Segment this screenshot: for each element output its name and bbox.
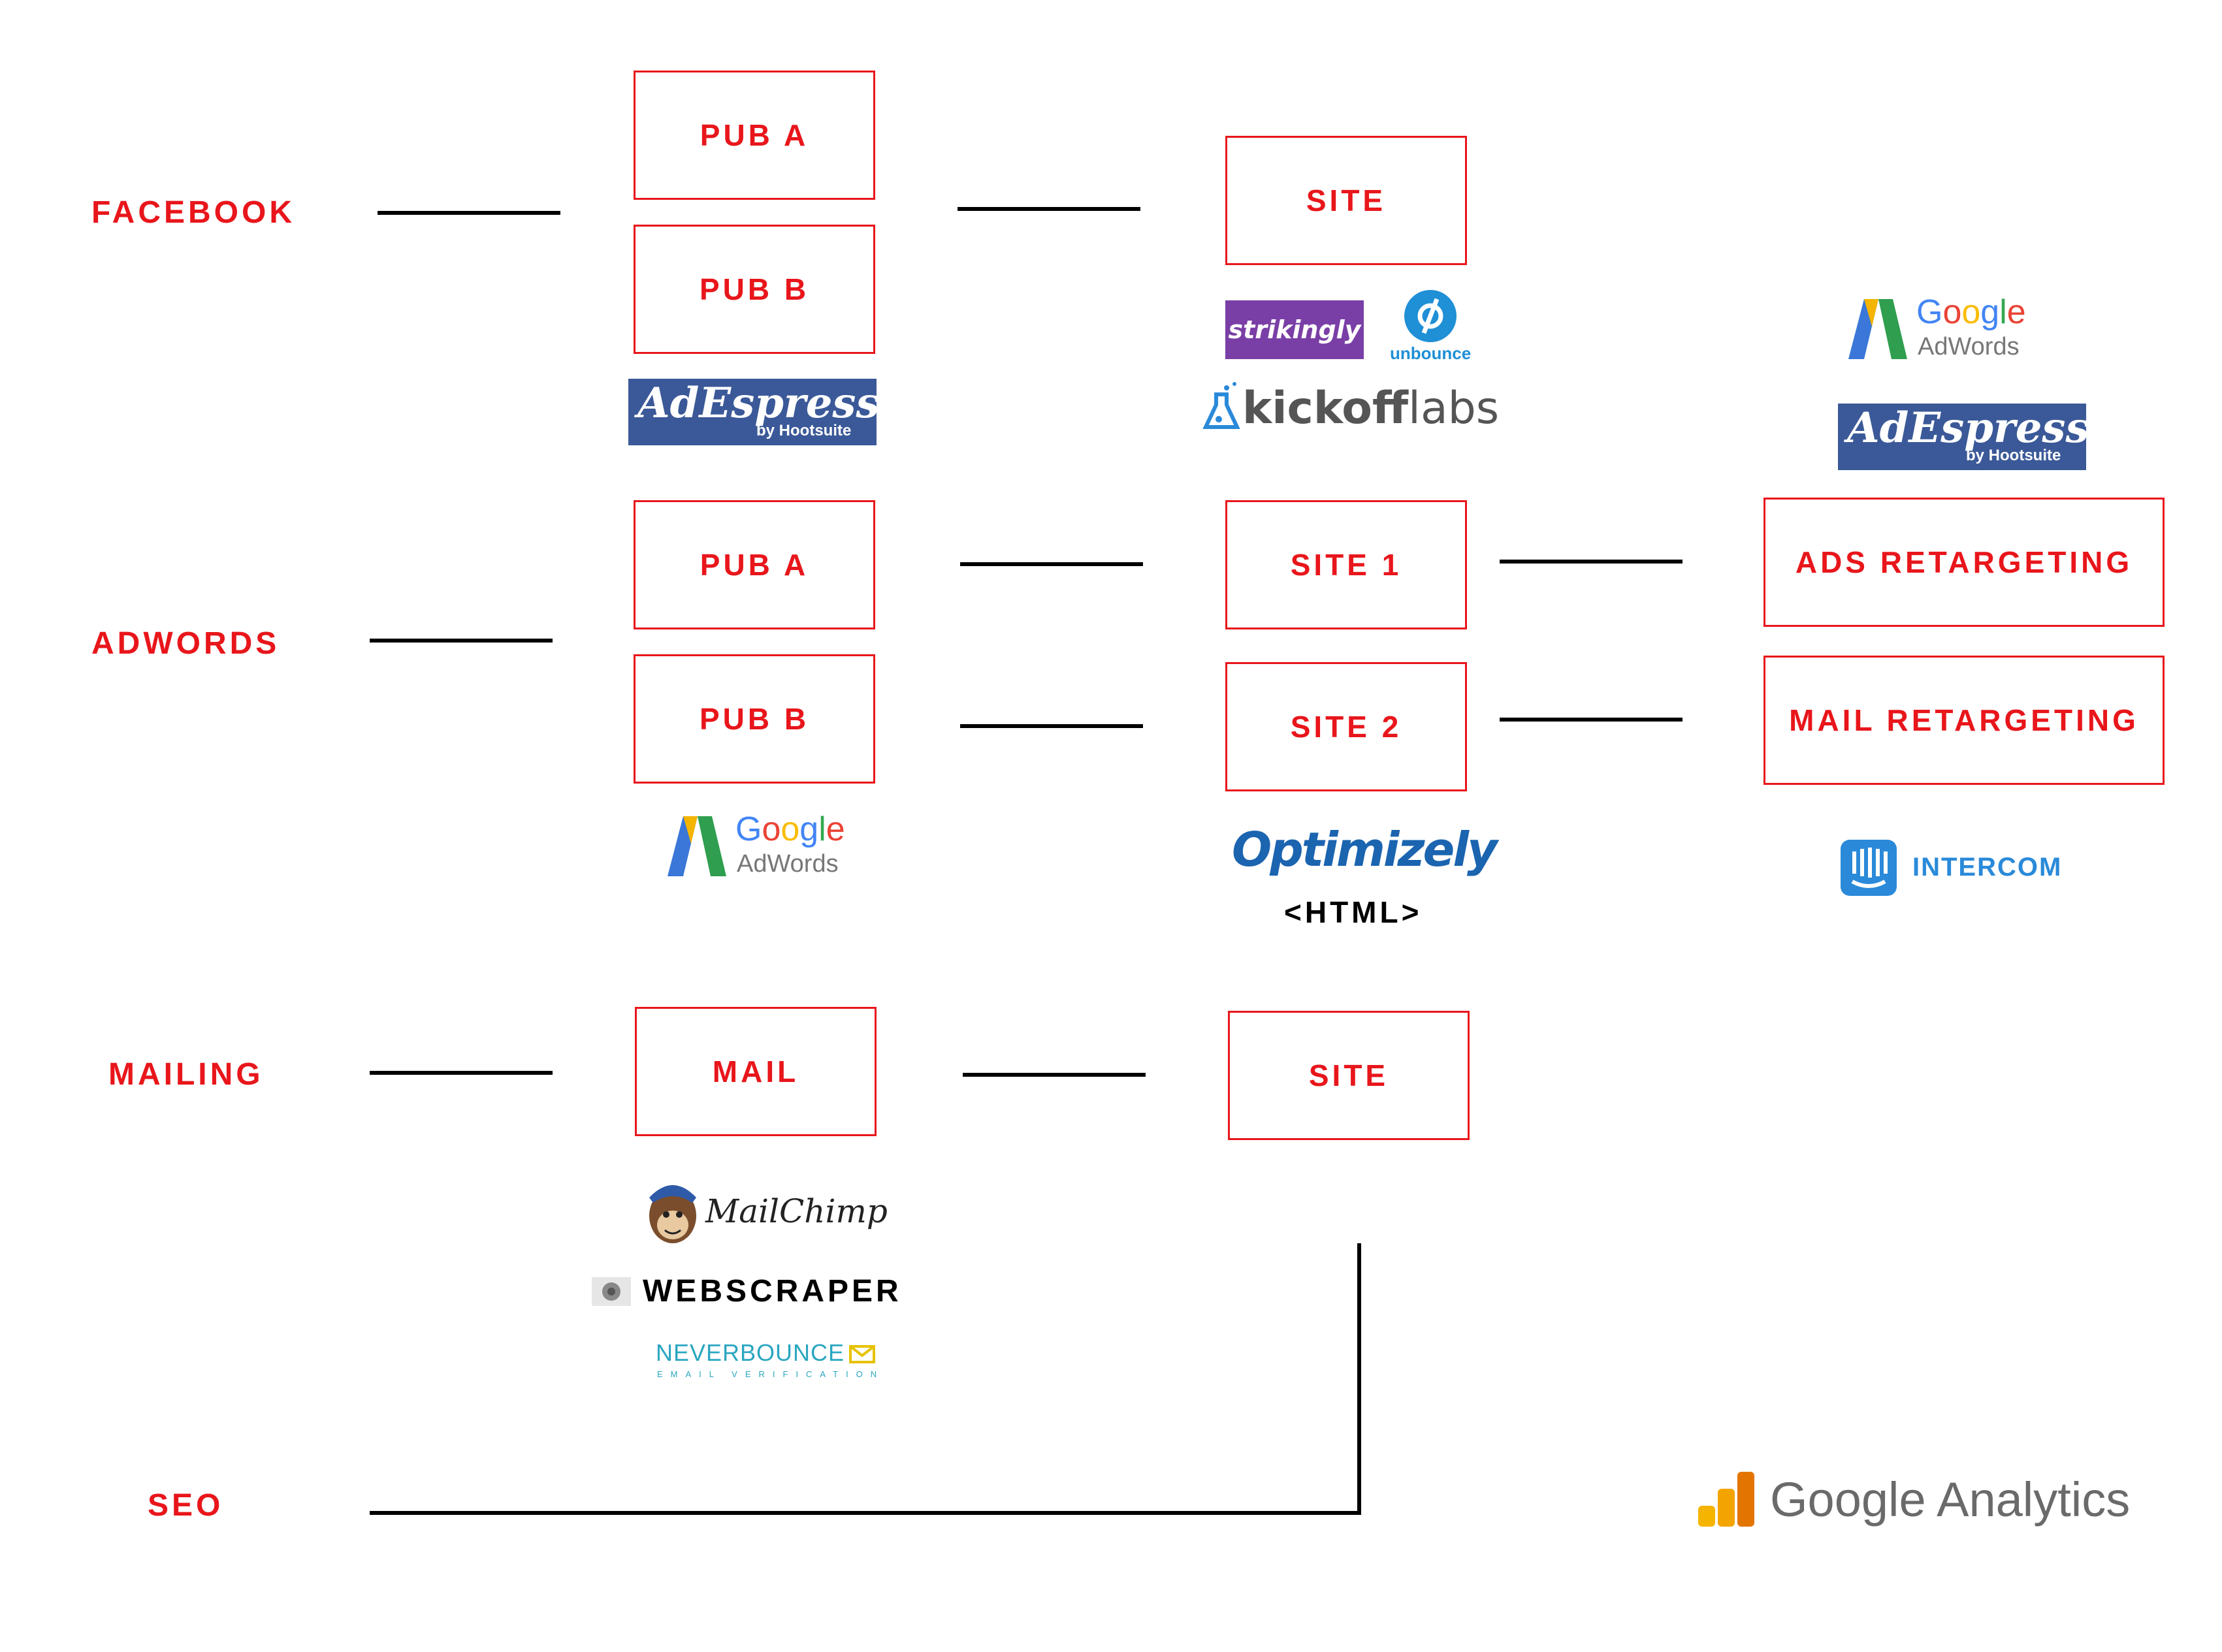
google-adwords-logo-right: Google AdWords	[1844, 295, 2053, 367]
neverbounce-logo: NEVERBOUNCE EMAIL VERIFICATION	[656, 1341, 878, 1383]
connector-seo-horizontal	[370, 1511, 1361, 1515]
mail-label: MAIL	[712, 1055, 799, 1088]
webscraper-logo: WEBSCRAPER	[592, 1273, 931, 1310]
mailchimp-wordmark: MailChimp	[705, 1192, 888, 1230]
aw-site-1-label: SITE 1	[1290, 548, 1402, 582]
connector-adwords-pub	[370, 639, 553, 643]
chimp-icon	[649, 1185, 696, 1243]
channel-seo: SEO	[148, 1488, 224, 1523]
adwords-icon	[668, 816, 726, 876]
adespresso-logo-right: AdEspresso by Hootsuite	[1838, 404, 2117, 470]
google-analytics-logo: Google Analytics	[1696, 1465, 2140, 1537]
google-wordmark-right: Google	[1916, 293, 2026, 331]
aw-site-2-box: SITE 2	[1225, 662, 1467, 791]
mail-retargeting-box: MAIL RETARGETING	[1763, 656, 2165, 785]
connector-site-2-mail-retargeting	[1500, 718, 1683, 722]
connector-aw-pub-a-site-1	[960, 562, 1143, 566]
mail-site-box: SITE	[1228, 1011, 1470, 1140]
kickoff-text: kickoff	[1242, 383, 1409, 434]
html-label: <HTML>	[1284, 895, 1423, 929]
mail-retargeting-label: MAIL RETARGETING	[1789, 703, 2139, 737]
kickofflabs-logo: kickofflabs	[1202, 379, 1499, 437]
ads-retargeting-label: ADS RETARGETING	[1795, 545, 2133, 579]
adespresso-logo-text: AdEspresso	[637, 379, 908, 428]
channel-facebook: FACEBOOK	[91, 195, 296, 230]
mail-box: MAIL	[635, 1007, 877, 1136]
labs-text: labs	[1408, 383, 1500, 434]
optimizely-wordmark: Optimizely	[1232, 822, 1498, 877]
adespresso-logo: AdEspresso by Hootsuite	[628, 379, 907, 445]
fb-pub-a-box: PUB A	[634, 71, 875, 200]
envelope-icon	[849, 1345, 875, 1363]
aw-pub-b-label: PUB B	[699, 702, 810, 736]
channel-adwords: ADWORDS	[91, 626, 280, 661]
adwords-icon	[1848, 299, 1907, 359]
connector-site-1-ads-retargeting	[1500, 560, 1683, 564]
mail-site-label: SITE	[1308, 1058, 1389, 1092]
connector-mailing-mail	[370, 1071, 553, 1075]
unbounce-logo: unbounce	[1390, 287, 1472, 366]
fb-pub-a-label: PUB A	[700, 118, 809, 152]
fb-pub-b-label: PUB B	[699, 272, 810, 306]
intercom-logo: INTERCOM	[1841, 840, 2063, 896]
fb-site-label: SITE	[1306, 183, 1387, 217]
google-wordmark-middle: Google	[735, 810, 845, 848]
adespresso-logo-right-text: AdEspresso	[1847, 404, 2117, 453]
analytics-icon	[1698, 1472, 1754, 1527]
mailchimp-logo: MailChimp	[640, 1175, 888, 1247]
fb-pub-b-box: PUB B	[634, 225, 875, 354]
webscraper-icon	[592, 1277, 631, 1306]
intercom-icon	[1841, 840, 1897, 896]
connector-mail-site	[963, 1073, 1146, 1077]
ga-google-wordmark: Google	[1770, 1472, 1926, 1527]
aw-pub-b-box: PUB B	[634, 654, 875, 784]
aw-pub-a-label: PUB A	[700, 548, 809, 582]
connector-facebook-pub	[378, 211, 560, 215]
webscraper-wordmark: WEBSCRAPER	[643, 1274, 902, 1309]
optimizely-logo: Optimizely	[1232, 820, 1498, 879]
neverbounce-wordmark: NEVERBOUNCE	[656, 1339, 845, 1366]
neverbounce-subtext: EMAIL VERIFICATION	[657, 1369, 885, 1379]
adwords-wordmark-middle: AdWords	[737, 850, 839, 878]
ga-analytics-wordmark: Analytics	[1937, 1472, 2131, 1527]
google-adwords-logo-middle: Google AdWords	[664, 812, 873, 884]
channel-mailing: MAILING	[108, 1057, 264, 1092]
adespresso-logo-right-subtext: by Hootsuite	[1966, 447, 2061, 464]
connector-fb-pub-site	[958, 207, 1140, 211]
ads-retargeting-box: ADS RETARGETING	[1763, 498, 2165, 627]
intercom-wordmark: INTERCOM	[1912, 853, 2063, 882]
aw-site-1-box: SITE 1	[1225, 500, 1467, 629]
strikingly-logo: strikingly	[1225, 300, 1364, 359]
flask-icon	[1202, 382, 1240, 429]
unbounce-icon	[1404, 290, 1457, 342]
connector-aw-pub-b-site-2	[960, 724, 1143, 728]
adwords-wordmark-right: AdWords	[1918, 333, 2020, 360]
aw-site-2-label: SITE 2	[1290, 710, 1402, 744]
aw-pub-a-box: PUB A	[634, 500, 875, 629]
connector-seo-vertical	[1357, 1243, 1361, 1515]
adespresso-logo-subtext: by Hootsuite	[756, 422, 852, 439]
fb-site-box: SITE	[1225, 136, 1467, 265]
strikingly-logo-text: strikingly	[1228, 315, 1361, 344]
unbounce-logo-text: unbounce	[1390, 343, 1472, 363]
